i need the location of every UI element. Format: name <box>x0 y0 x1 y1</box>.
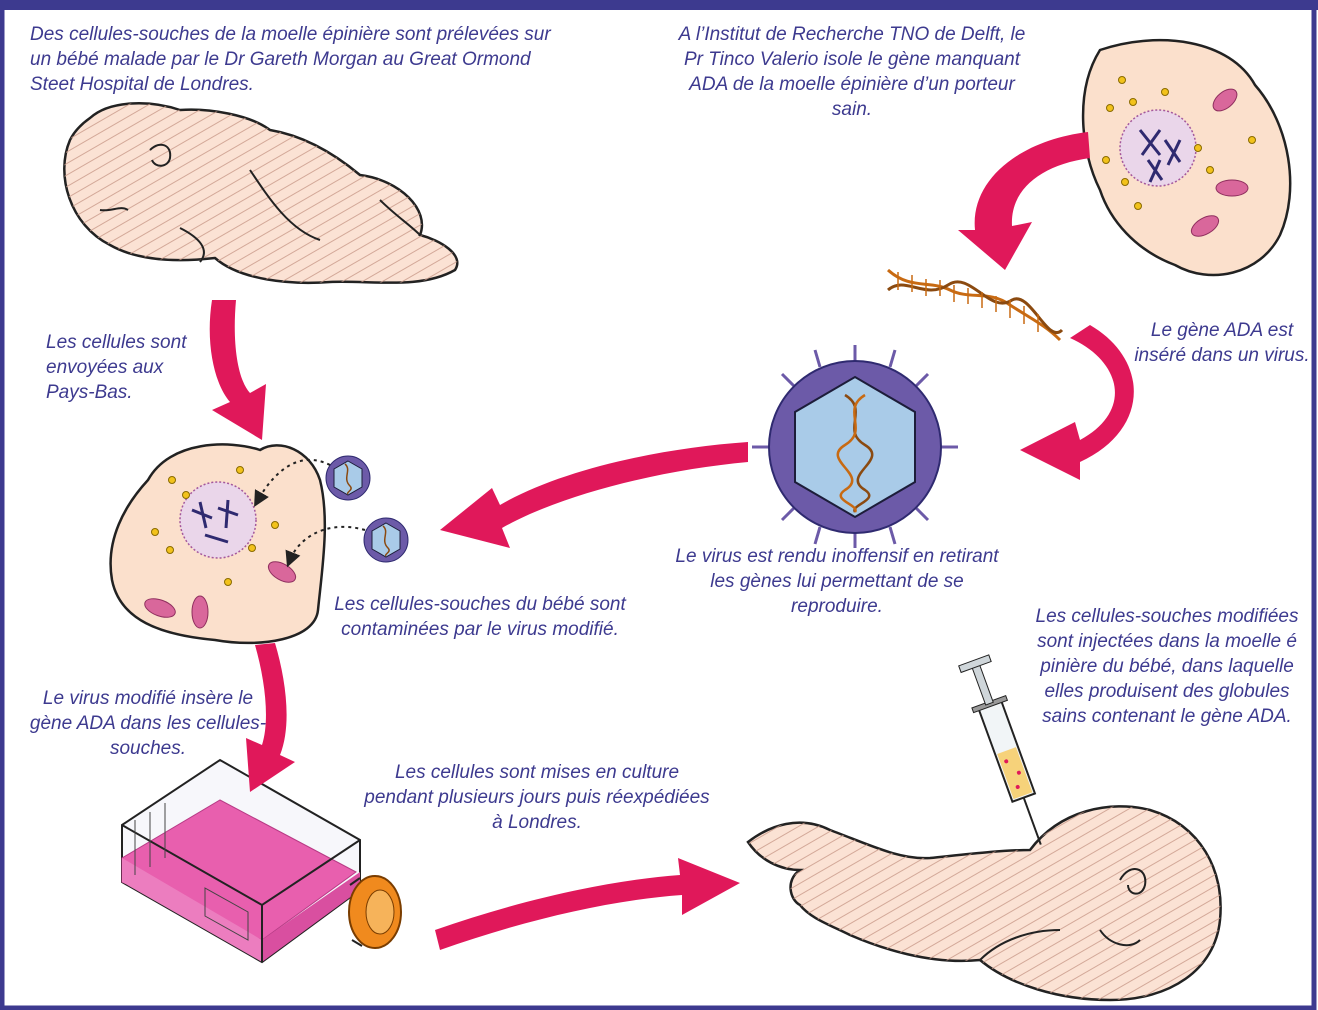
caption-gene-inserted-virus: Le gène ADA est inséré dans un virus. <box>1132 318 1312 368</box>
caption-virus-harmless: Le virus est rendu inoffensif en retiran… <box>668 544 1006 619</box>
ada-gene-dna-illustration <box>888 270 1062 340</box>
sick-baby-illustration <box>64 103 457 283</box>
caption-gene-inserted-cells: Le virus modifié insère le gène ADA dans… <box>28 686 268 761</box>
caption-cells-sent: Les cellules sont envoyées aux Pays-Bas. <box>46 330 196 405</box>
culture-flask-illustration <box>122 760 401 962</box>
caption-cells-injected: Les cellules-souches modifiées sont inje… <box>1022 604 1312 729</box>
caption-ada-gene-isolation: A l’Institut de Recherche TNO de Delft, … <box>672 22 1032 122</box>
modified-virus-illustration <box>752 345 958 548</box>
caption-culture: Les cellules sont mises en culture penda… <box>362 760 712 835</box>
top-banner <box>0 0 1318 10</box>
donor-cell-illustration <box>1083 40 1290 275</box>
caption-stem-cell-collection: Des cellules-souches de la moelle épiniè… <box>30 22 560 97</box>
caption-cells-contaminated: Les cellules-souches du bébé sont contam… <box>330 592 630 642</box>
